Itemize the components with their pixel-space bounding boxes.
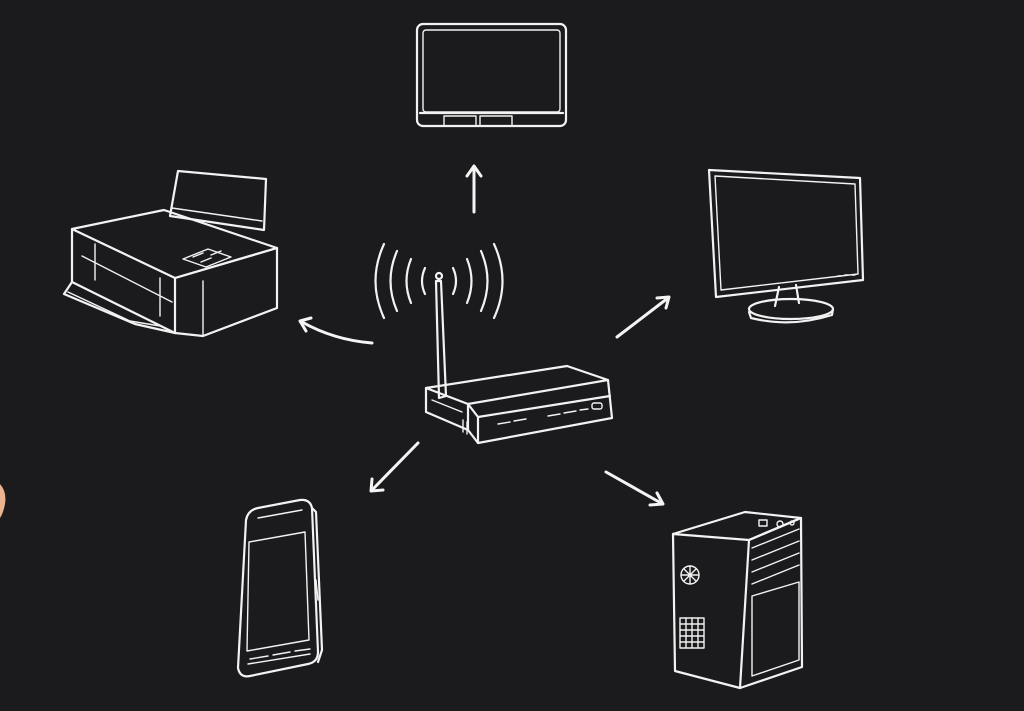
arrow-to-printer — [298, 316, 374, 345]
printer-icon — [62, 169, 279, 338]
arrow-to-monitor — [615, 295, 671, 339]
desktop-tower-icon — [671, 510, 804, 690]
tablet-icon — [415, 22, 568, 128]
arrow-to-tablet — [465, 164, 483, 214]
arrow-to-desktop-tower — [604, 470, 665, 507]
monitor-icon — [707, 168, 865, 324]
arrow-to-smartphone — [369, 441, 420, 493]
smartphone-icon — [236, 498, 324, 678]
hand-fragment — [0, 484, 6, 518]
wifi-router-icon — [374, 242, 614, 445]
